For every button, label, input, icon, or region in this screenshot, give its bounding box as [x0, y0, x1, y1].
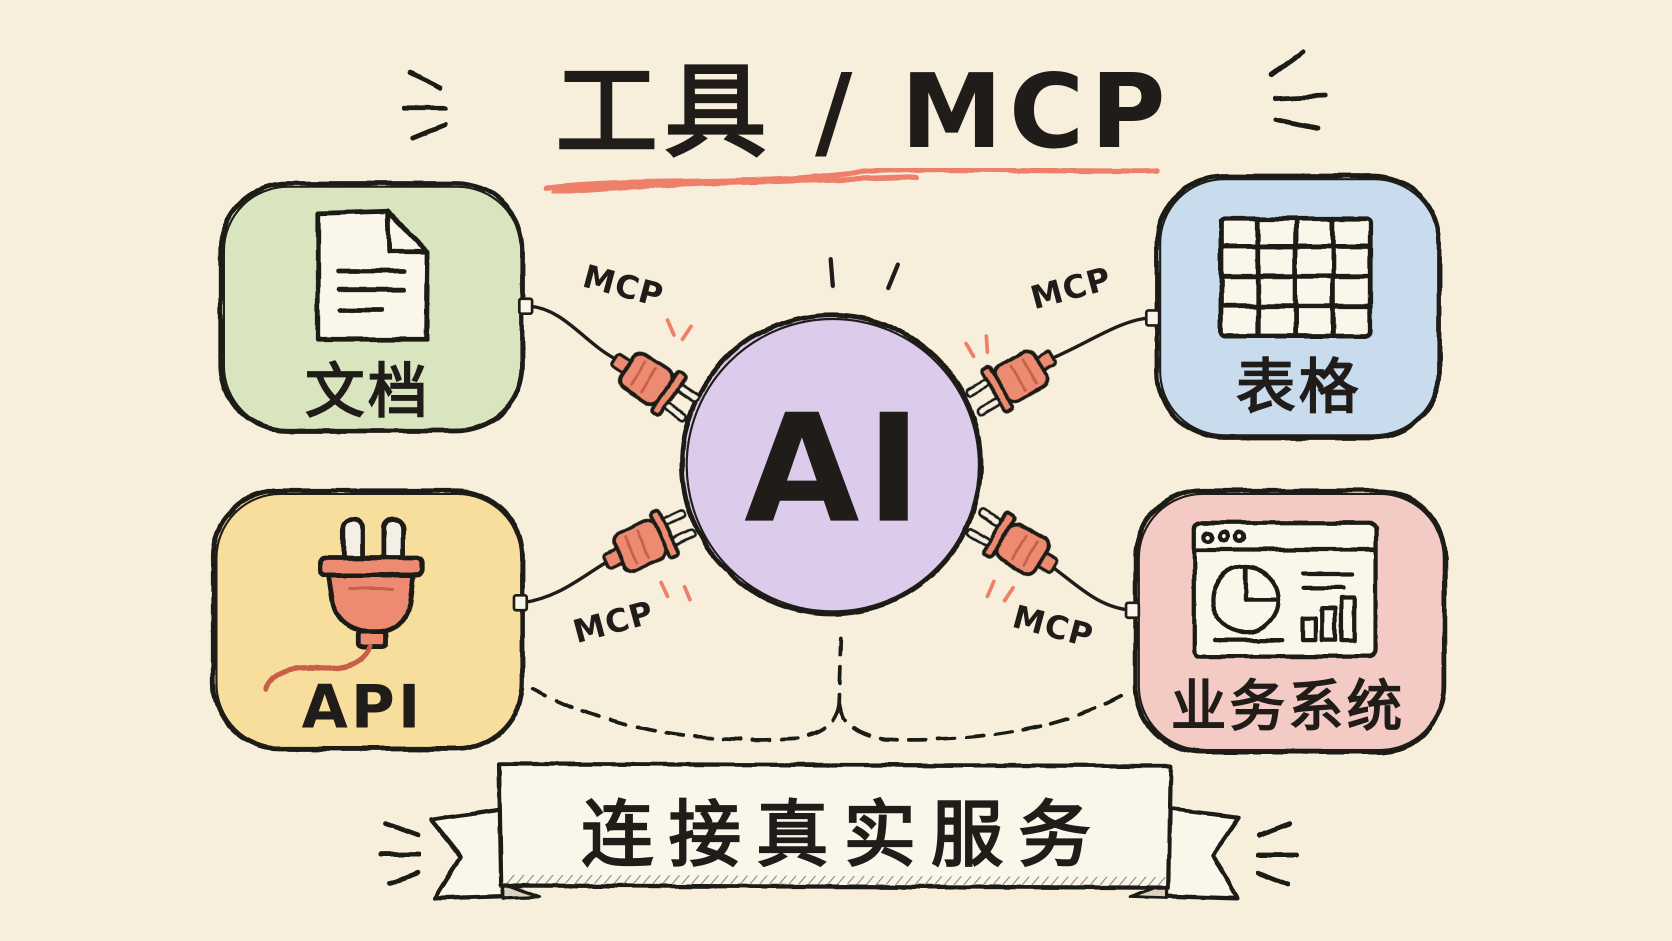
- node-sheets: 表格: [1154, 173, 1442, 440]
- center-node-circle-sketch: [685, 317, 980, 613]
- cable-clip-business: [1124, 601, 1141, 620]
- cable-clip-docs: [517, 297, 534, 316]
- banner-main: [496, 761, 1173, 890]
- node-business-label: 业务系统: [1171, 675, 1406, 739]
- cable-clip-api: [512, 593, 529, 612]
- cable-sheets: [1047, 316, 1152, 362]
- title-underline: [543, 166, 1160, 195]
- dashed-link-left: [531, 687, 842, 742]
- title-scribble-right: [1268, 48, 1327, 131]
- cable-api: [520, 558, 612, 605]
- center-node-label: AI: [744, 383, 928, 557]
- node-docs: 文档: [218, 181, 525, 434]
- node-api-label: API: [302, 674, 424, 743]
- title-group: 工具 / MCP: [401, 48, 1327, 195]
- dashed-link-right: [837, 691, 1128, 742]
- table-icon: [1218, 216, 1373, 339]
- cable-clips: [512, 297, 1161, 620]
- banner-text: 连接真实服务: [581, 794, 1106, 878]
- node-api: API: [210, 488, 525, 752]
- banner-hatching: [505, 874, 1166, 886]
- banner-scribble-left: [378, 821, 422, 887]
- banner-ribbon: [428, 761, 1242, 901]
- spark-marks-accent: [659, 318, 1015, 603]
- cables: [520, 304, 1152, 612]
- center-node-circle: [680, 312, 984, 616]
- page-title: 工具 / MCP: [555, 53, 1172, 172]
- cable-business: [1048, 563, 1135, 612]
- node-sheets-label: 表格: [1236, 354, 1362, 423]
- document-icon: [315, 208, 430, 342]
- plug-icon: [263, 517, 425, 692]
- cable-docs: [528, 304, 621, 363]
- node-business: 业务系统: [1133, 488, 1448, 755]
- node-sheets-box-sketch: [1159, 178, 1440, 437]
- banner-scribble-right: [1255, 821, 1300, 887]
- center-node: AI: [680, 312, 984, 616]
- node-docs-label: 文档: [305, 358, 431, 427]
- cable-clip-sheets: [1144, 309, 1161, 327]
- node-api-box-sketch: [215, 492, 523, 749]
- dashed-link-center: [837, 636, 844, 707]
- spark-marks-ink: [828, 257, 900, 291]
- banner: 连接真实服务: [378, 761, 1300, 901]
- dashed-links: [531, 636, 1128, 742]
- node-business-box-sketch: [1137, 492, 1445, 752]
- dashboard-icon: [1192, 520, 1378, 659]
- title-scribble-left: [401, 70, 449, 141]
